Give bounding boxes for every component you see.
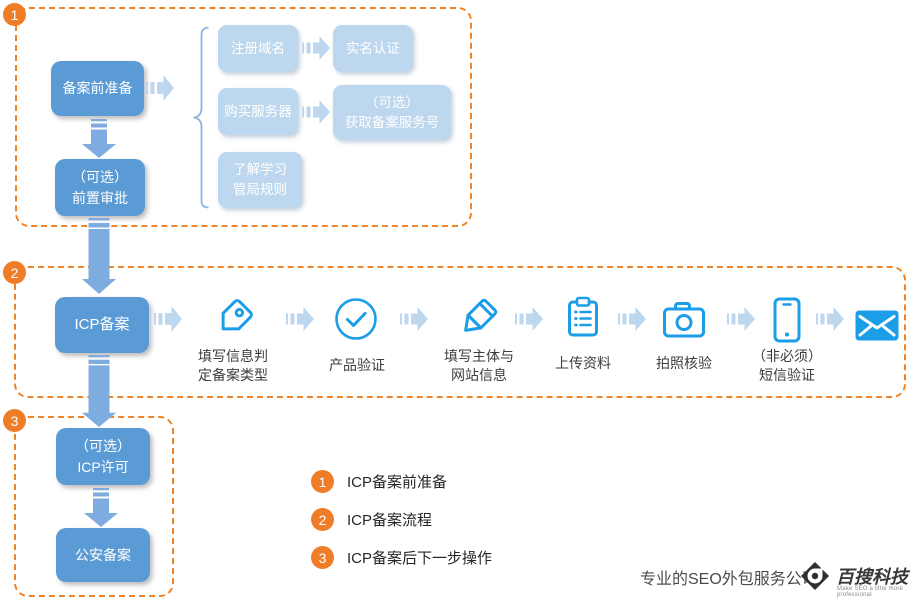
legend-label: ICP备案前准备 [347,474,448,491]
icp-filing-box: ICP备案 [55,297,149,353]
buy-server-box: 购买服务器 [218,88,298,135]
arrow-right-icon [515,306,543,332]
arrow-right-icon [154,305,182,333]
arrow-right-icon [146,74,174,102]
section2-frame [14,266,906,398]
tag-icon [210,296,256,342]
arrow-down-icon [82,218,116,294]
badge-number: 3 [10,412,19,429]
pencil-icon [455,295,501,341]
envelope-icon [855,310,899,341]
legend-item: 3 ICP备案后下一步操作 [311,546,492,569]
clipboard-icon [560,294,606,342]
legend-label: ICP备案流程 [347,512,433,529]
camera-icon [661,296,707,342]
step-label: 拍照核验 [656,355,712,371]
register-domain-box: 注册域名 [218,25,298,72]
service-number-box: （可选） 获取备案服务号 [333,85,451,140]
check-circle-icon [333,296,379,342]
step-label: 填写主体与 网站信息 [444,348,514,383]
legend-item: 2 ICP备案流程 [311,508,432,531]
arrow-right-icon [302,99,330,125]
pre-approval-box: （可选） 前置审批 [55,159,145,216]
legend-badge: 2 [311,508,334,531]
footer-slogan: 专业的SEO外包服务公司 [640,571,818,588]
police-filing-box: 公安备案 [56,528,150,582]
brace-icon [193,26,210,209]
arrow-down-icon [84,488,118,527]
brand-tagline: Make SEO a little more professional [837,586,904,598]
realname-auth-box: 实名认证 [333,25,413,72]
arrow-right-icon [816,306,844,332]
step-label: 填写信息判 定备案类型 [198,348,268,383]
legend-label: ICP备案后下一步操作 [347,550,493,567]
learn-rules-box: 了解学习 管局规则 [218,152,302,208]
legend-item: 1 ICP备案前准备 [311,470,447,493]
arrow-right-icon [286,306,314,332]
icp-license-box: （可选） ICP许可 [56,428,150,485]
arrow-right-icon [727,306,755,332]
phone-icon [772,297,802,343]
section1-badge: 1 [3,3,26,26]
step-label: 上传资料 [555,355,611,371]
arrow-right-icon [618,306,646,332]
legend-badge: 3 [311,546,334,569]
badge-number: 2 [10,264,19,281]
legend-badge: 1 [311,470,334,493]
section2-badge: 2 [3,261,26,284]
section1-frame [15,7,472,227]
section3-badge: 3 [3,409,26,432]
step-label: 产品验证 [329,357,385,373]
brand-logo-icon [800,561,830,591]
badge-number: 1 [10,6,19,23]
arrow-right-icon [302,35,330,61]
arrow-down-icon [82,355,116,427]
arrow-down-icon [82,119,116,158]
prep-box: 备案前准备 [51,61,144,116]
brand-name: 百搜科技 [836,567,908,587]
arrow-right-icon [400,306,428,332]
step-label: （非必须） 短信验证 [752,348,822,383]
